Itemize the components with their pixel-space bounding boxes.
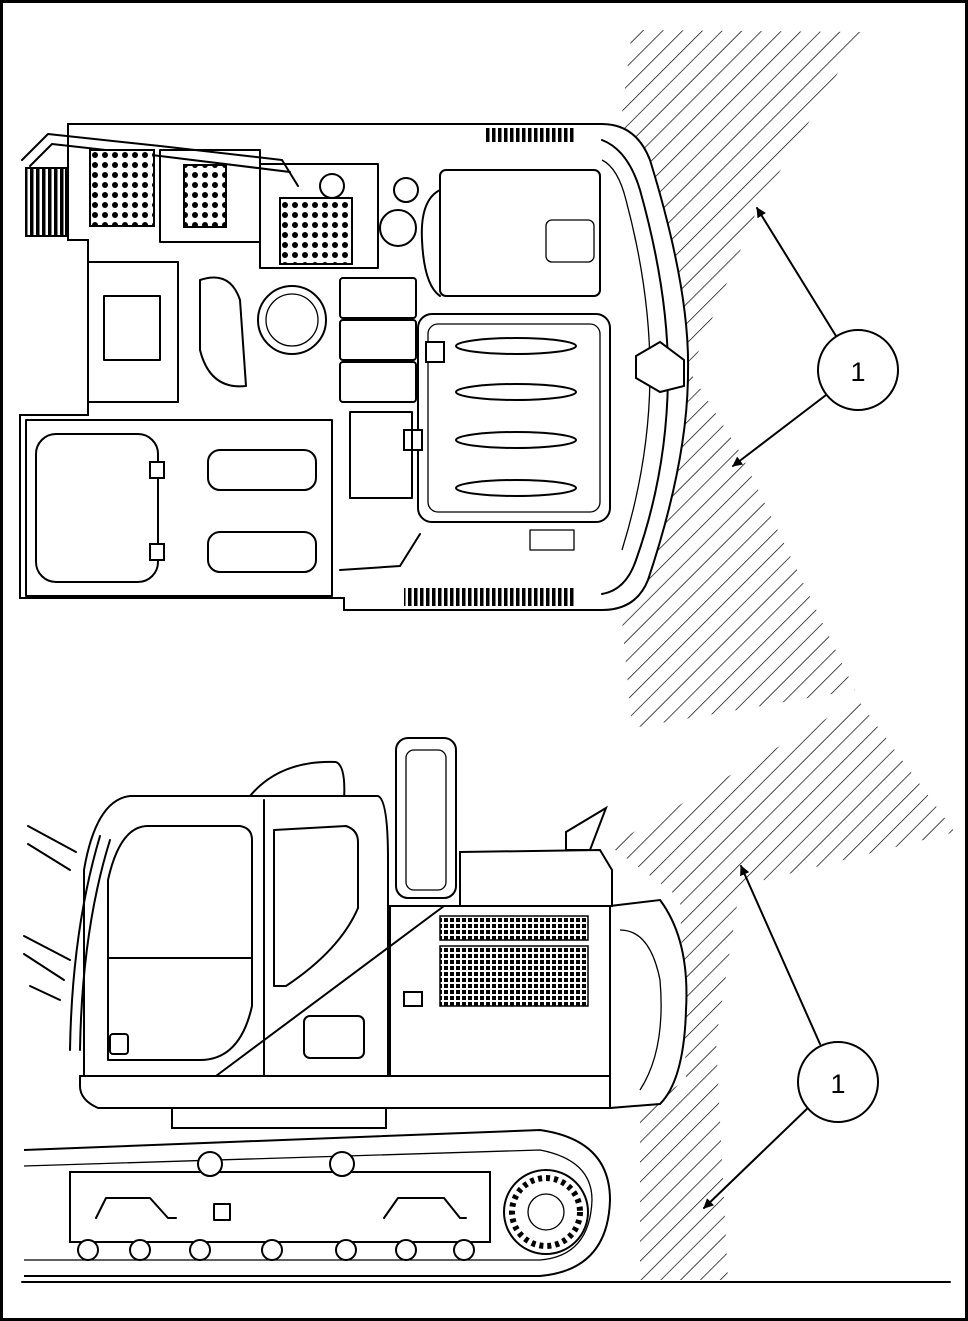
battery-box-1 — [339, 277, 417, 319]
tank-cap — [545, 219, 595, 263]
top-callout: 1 — [732, 207, 899, 467]
track-rollers — [77, 1239, 475, 1261]
battery-box-3 — [339, 361, 417, 403]
cab-roof-panel-2 — [207, 531, 317, 573]
track-frame-bracket-2 — [383, 1197, 467, 1219]
boom-arm — [23, 935, 71, 1001]
engine-cover-top — [459, 848, 613, 907]
side-hatched-area-lower — [640, 886, 740, 1280]
cab-skylight — [35, 433, 159, 583]
pulley-2 — [393, 177, 419, 203]
boom-cylinder — [27, 825, 77, 871]
cab-handle — [109, 1033, 129, 1055]
cab-roof-rail — [249, 760, 346, 801]
perforated-panel-left — [89, 149, 155, 227]
front-pillar — [69, 835, 111, 1051]
perforated-panel-right — [279, 197, 353, 265]
top-callout-leader-upper — [756, 207, 837, 337]
top-callout-label: 1 — [850, 357, 865, 387]
swing-frame-left — [87, 261, 179, 403]
perforated-panel-mid — [183, 164, 227, 228]
track-roller — [189, 1239, 211, 1261]
top-hatched-area — [620, 30, 862, 728]
access-cover-inner — [427, 323, 601, 513]
swing-bearing-port — [257, 285, 327, 355]
cab-roof — [25, 419, 333, 597]
carrier-roller-2 — [329, 1151, 355, 1177]
track-roller — [77, 1239, 99, 1261]
track-roller — [335, 1239, 357, 1261]
handrail-top — [21, 133, 299, 187]
hood-mesh-lower — [439, 945, 589, 1007]
track-roller — [129, 1239, 151, 1261]
cab-diagonal-stripe — [215, 905, 445, 1077]
track-roller — [453, 1239, 475, 1261]
drive-sprocket — [503, 1169, 589, 1255]
cab-roof-panel-1 — [207, 449, 317, 491]
cover-slot-3 — [455, 431, 577, 449]
counterweight-inner-curve-2 — [601, 159, 651, 551]
side-callout-circle — [797, 1041, 879, 1123]
side-callout-leader-upper — [740, 865, 821, 1045]
battery-box-2 — [339, 319, 417, 361]
radiator-housing — [259, 163, 379, 269]
cab-body — [83, 795, 389, 1077]
upper-structure-base — [79, 1075, 611, 1109]
side-callout-label: 1 — [830, 1069, 845, 1099]
cab-front-window — [107, 825, 253, 1061]
tank-side-panel — [420, 189, 441, 297]
track-inner — [23, 1149, 593, 1261]
sprocket-hub — [527, 1193, 565, 1231]
track-roller — [261, 1239, 283, 1261]
side-callout: 1 — [703, 865, 879, 1209]
step-grating — [25, 167, 67, 237]
cab-door-window — [273, 825, 359, 987]
swing-motor-plate — [103, 295, 161, 361]
lower-bracket — [529, 529, 575, 551]
cab-lower-panel — [303, 1015, 365, 1059]
swing-bearing — [171, 1105, 387, 1129]
hitch-plate — [635, 340, 685, 394]
counterweight-line — [619, 929, 662, 1091]
fuel-cap — [379, 209, 417, 247]
hood-lock — [403, 991, 423, 1007]
hydraulic-tank — [439, 169, 601, 297]
sprocket-bolts — [509, 1175, 583, 1249]
bottom-vent-grille — [404, 588, 574, 606]
lower-pipe — [339, 533, 421, 571]
track-frame — [69, 1171, 491, 1243]
tool-box — [349, 411, 413, 499]
cover-slot-2 — [455, 383, 577, 401]
frame-curve — [199, 276, 247, 388]
cover-slot-1 — [455, 337, 577, 355]
side-hatched-area-upper — [610, 700, 955, 898]
handrail-tower — [395, 737, 457, 899]
skylight-hinge-1 — [149, 461, 165, 479]
pulley-1 — [319, 173, 345, 199]
counterweight — [609, 898, 688, 1110]
latch-1 — [425, 341, 445, 363]
top-callout-circle — [817, 329, 899, 411]
cover-slot-4 — [455, 479, 577, 497]
hood-mesh-upper — [439, 915, 589, 941]
exhaust-stack — [565, 805, 608, 851]
track-roller — [395, 1239, 417, 1261]
skylight-hinge-2 — [149, 543, 165, 561]
swing-bearing-port-inner — [265, 293, 319, 347]
handrail-tower-inner — [405, 749, 447, 891]
top-vent-grille — [484, 128, 574, 142]
access-cover — [417, 313, 611, 523]
track-frame-bracket-1 — [95, 1197, 177, 1219]
top-callout-leader-lower — [732, 391, 831, 467]
top-view — [19, 30, 862, 728]
side-callout-leader-lower — [703, 1103, 813, 1209]
side-view — [21, 700, 955, 1283]
track-frame-plug — [213, 1203, 231, 1221]
carrier-roller-1 — [197, 1151, 223, 1177]
